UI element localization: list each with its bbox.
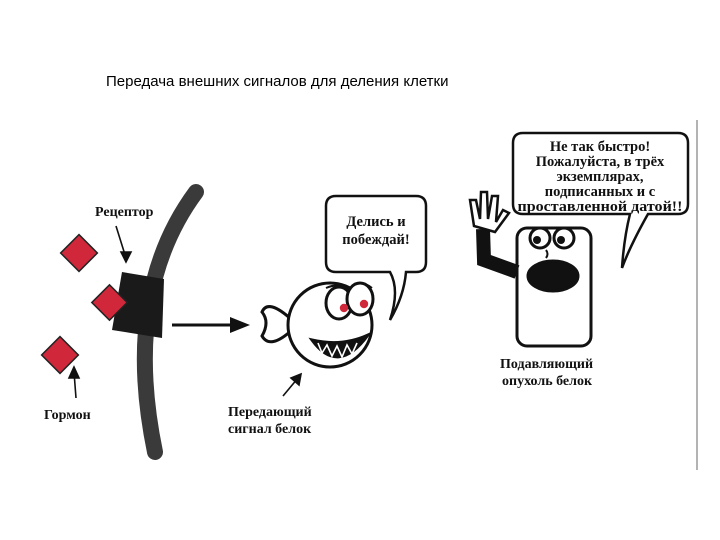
transmitter-label-line1: Передающий xyxy=(228,405,312,420)
fish-tail xyxy=(260,305,294,344)
page-title: Передача внешних сигналов для деления кл… xyxy=(106,73,449,90)
suppressor-mouth xyxy=(526,259,580,293)
fish-mouth xyxy=(308,331,373,359)
signal-arrowhead xyxy=(230,317,250,333)
fish-speech-line1: Делись и xyxy=(346,214,405,230)
suppressor-speech-line1: Не так быстро! xyxy=(550,139,650,155)
receptor xyxy=(112,272,164,338)
suppressor-speech-line2: Пожалуйста, в трёх xyxy=(536,154,665,170)
hormone-top xyxy=(59,233,99,273)
hormone-bottom xyxy=(40,335,80,375)
fish-speech-line2: побеждай! xyxy=(342,232,409,248)
fish-eye-right xyxy=(345,281,375,317)
hormone-label: Гормон xyxy=(44,408,91,423)
transmitter-label-line2: сигнал белок xyxy=(228,422,312,437)
hormone-bound xyxy=(90,283,129,322)
fish-speech-bubble xyxy=(324,194,428,321)
suppressor-speech-line3: экземплярах, xyxy=(556,169,643,185)
suppressor-protein xyxy=(468,190,593,348)
receptor-label: Рецептор xyxy=(95,205,154,220)
suppressor-arm xyxy=(476,228,520,279)
suppressor-speech-line4: подписанных и с xyxy=(545,184,656,200)
suppressor-label-line1: Подавляющий xyxy=(500,357,593,372)
suppressor-speech-line5: проставленной датой!! xyxy=(518,199,683,215)
transmitter-fish xyxy=(260,281,375,369)
suppressor-hand xyxy=(468,190,511,234)
suppressor-speech-bubble xyxy=(511,131,690,269)
suppressor-label-line2: опухоль белок xyxy=(502,374,593,389)
